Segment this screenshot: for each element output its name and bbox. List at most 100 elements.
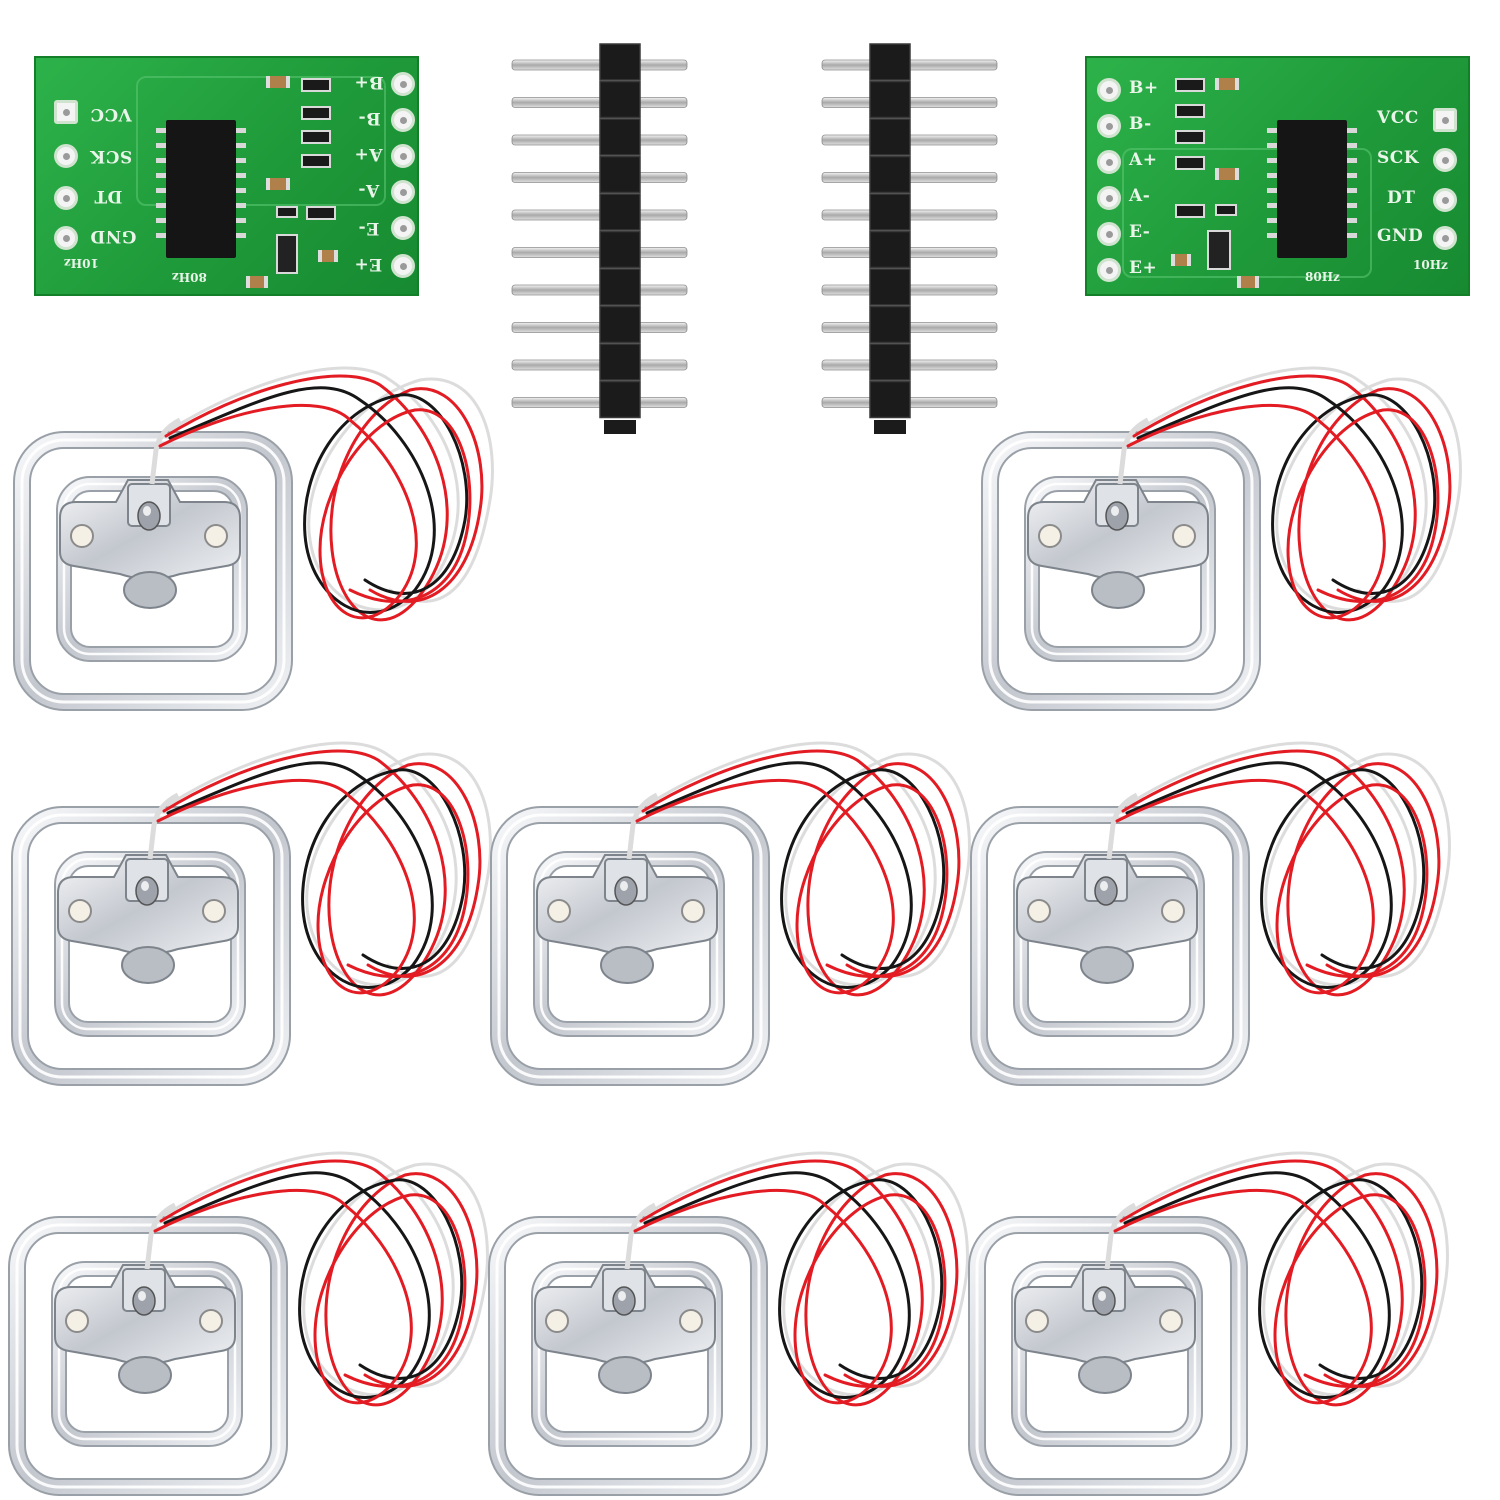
- load-cell-2: [981, 366, 1462, 711]
- cell-hole: [68, 899, 92, 923]
- cell-screw: [1094, 876, 1118, 906]
- cell-wire-bundle: [1113, 1151, 1449, 1407]
- cell-wire: [166, 741, 492, 987]
- cell-wire: [1136, 386, 1437, 614]
- load-cell-5: [970, 741, 1451, 1086]
- input-label-aminus: A-: [1129, 186, 1151, 206]
- header-block: [599, 155, 641, 194]
- pad-eplus: [1097, 258, 1121, 282]
- cell-wire-bundle: [158, 366, 494, 622]
- load-cell-3: [11, 741, 492, 1086]
- pin-label-vcc: VCC: [1377, 108, 1419, 128]
- cell-wire: [1136, 366, 1462, 612]
- header-block: [869, 380, 911, 419]
- cell-wire: [1125, 741, 1451, 987]
- cell-wire: [162, 749, 482, 997]
- cell-wire: [163, 1151, 489, 1397]
- input-label-eminus: E-: [1129, 222, 1151, 242]
- header-block: [869, 80, 911, 119]
- header-block: [599, 43, 641, 81]
- cell-wire: [1123, 1171, 1424, 1399]
- load-cell-6: [8, 1151, 489, 1496]
- rate-label-80hz: 80Hz: [1305, 270, 1340, 284]
- pad-bminus: [391, 108, 415, 132]
- pad-vcc: [1433, 108, 1457, 132]
- cell-hole: [199, 1309, 223, 1333]
- cell-wire-stub: [1104, 1202, 1137, 1270]
- cell-wire: [158, 403, 472, 620]
- header-block: [869, 155, 911, 194]
- cell-screw: [1092, 1286, 1116, 1316]
- pin-label-gnd: GND: [1377, 226, 1424, 246]
- cell-hole: [545, 1309, 569, 1333]
- input-label-bminus: B-: [1129, 114, 1152, 134]
- cell-wire-bundle: [153, 1151, 489, 1407]
- cell-wire: [633, 1188, 947, 1405]
- cell-center-disk: [598, 1356, 652, 1394]
- cell-wire-bundle: [635, 741, 971, 997]
- cell-wire: [1126, 403, 1440, 620]
- cell-screw: [614, 876, 638, 906]
- cell-wire-stub: [626, 792, 659, 860]
- cell-wire-stub: [1117, 417, 1150, 485]
- pad-gnd: [54, 226, 78, 250]
- cell-wire-stub: [147, 792, 180, 860]
- cell-wire: [1125, 761, 1426, 989]
- cell-hole: [681, 899, 705, 923]
- cell-hole: [202, 899, 226, 923]
- cell-wire-bundle: [1126, 366, 1462, 622]
- header-block: [869, 118, 911, 156]
- pad-bminus: [1097, 114, 1121, 138]
- cell-wire-bundle: [156, 741, 492, 997]
- cell-wire-stub: [624, 1202, 657, 1270]
- cell-hole: [1161, 899, 1185, 923]
- cell-wire: [166, 761, 467, 989]
- pad-vcc: [54, 100, 78, 124]
- load-cell-7: [488, 1151, 969, 1496]
- input-label-eplus: E+: [1129, 258, 1158, 278]
- cell-hole: [679, 1309, 703, 1333]
- header-block: [599, 230, 641, 269]
- header-block: [869, 43, 911, 81]
- header-block: [599, 343, 641, 381]
- pin-header-2: [821, 43, 998, 434]
- cell-wire: [1123, 1151, 1449, 1397]
- cell-screw: [1105, 501, 1129, 531]
- pad-bplus: [1097, 78, 1121, 102]
- header-end: [604, 420, 636, 434]
- cell-center-disk: [600, 946, 654, 984]
- cell-center-disk: [1080, 946, 1134, 984]
- hx711-board-right: B+ B- A+ A- E- E+ VCC SCK DT GND 80Hz 10…: [1085, 56, 1470, 296]
- pad-dt: [1433, 188, 1457, 212]
- cell-wire: [645, 741, 971, 987]
- cell-center-disk: [121, 946, 175, 984]
- pcb-trace: [136, 76, 386, 206]
- pad-bplus: [391, 72, 415, 96]
- pin-headers: [511, 43, 998, 434]
- pad-aminus: [1097, 186, 1121, 210]
- cell-wire-stub: [149, 417, 182, 485]
- hx711-chip: [166, 120, 236, 258]
- cell-wire-bundle: [1115, 741, 1451, 997]
- pad-sck: [54, 144, 78, 168]
- header-block: [599, 80, 641, 119]
- header-block: [599, 193, 641, 231]
- cell-wire: [168, 366, 494, 612]
- input-label-bplus: B+: [1129, 78, 1159, 98]
- header-block: [869, 230, 911, 269]
- cell-wire: [641, 749, 961, 997]
- pad-aplus: [1097, 150, 1121, 174]
- cell-wire-stub: [144, 1202, 177, 1270]
- header-block: [869, 343, 911, 381]
- cell-center-disk: [118, 1356, 172, 1394]
- hx711-board-left: VCC SCK DT GND 10Hz 80Hz B+ B- A+ A- E- …: [34, 56, 419, 296]
- cell-hole: [1027, 899, 1051, 923]
- cell-wire: [1119, 1159, 1439, 1407]
- cell-screw: [132, 1286, 156, 1316]
- load-cell-8: [968, 1151, 1449, 1496]
- cell-wire: [156, 778, 470, 995]
- cell-center-disk: [123, 571, 177, 609]
- header-block: [599, 118, 641, 156]
- cell-wire: [153, 1188, 467, 1405]
- header-block: [599, 305, 641, 344]
